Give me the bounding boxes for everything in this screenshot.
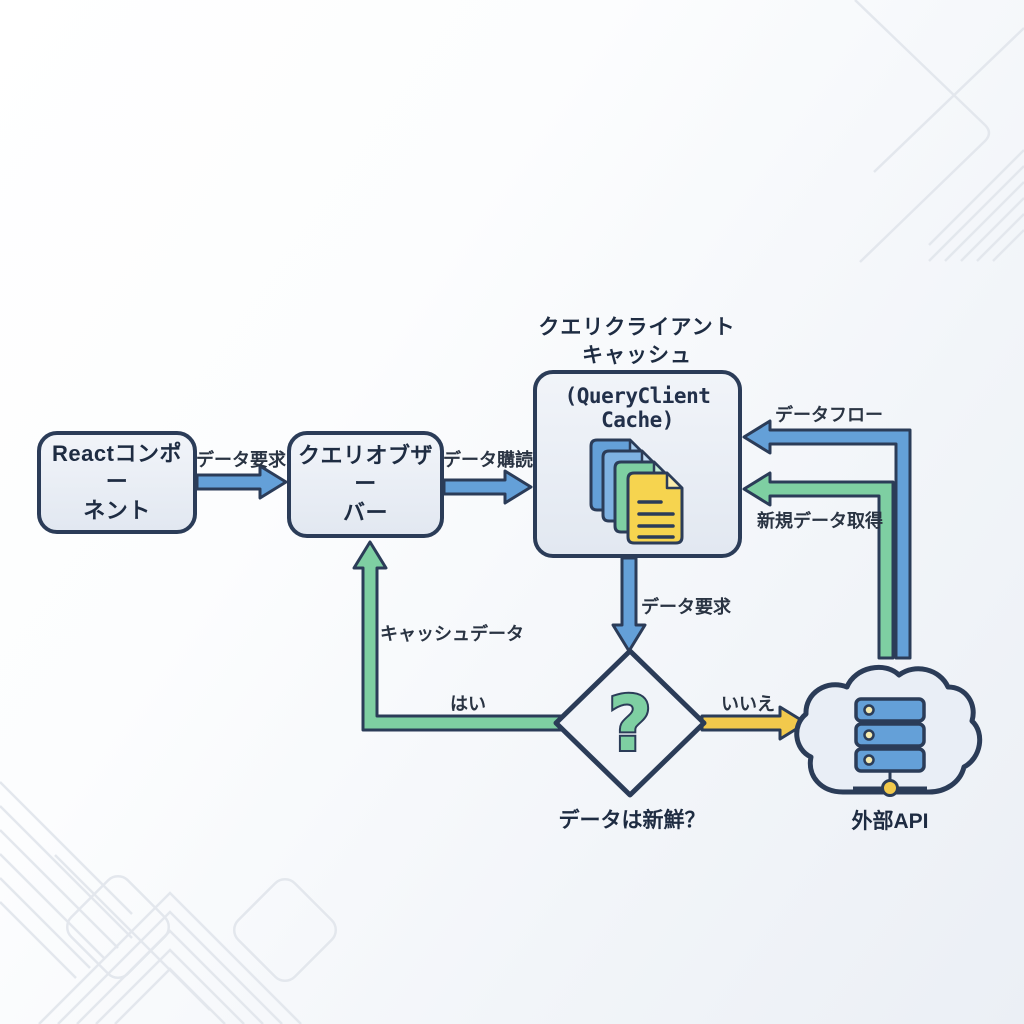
query-observer-label-line1: クエリオブザー <box>297 442 433 497</box>
edge-label-cached-data: キャッシュデータ <box>380 624 524 644</box>
external-api-label: 外部API <box>851 810 929 833</box>
decision-diamond <box>553 648 707 798</box>
decision-label: データは新鮮？ <box>558 809 706 832</box>
arrow-no-branch <box>700 705 808 741</box>
question-mark-icon: ? <box>608 679 652 768</box>
edge-label-data-subscription: データ購読 <box>443 450 533 470</box>
cache-title-line1: クエリクライアント <box>538 316 736 339</box>
documents-stack-icon <box>589 438 684 545</box>
arrow-data-subscription <box>442 469 533 505</box>
query-client-cache-code-line1: (QueryClient <box>564 384 711 408</box>
cloud-server-icon <box>794 664 983 797</box>
arrow-component-request <box>195 464 288 500</box>
react-component-label-line2: ネント <box>83 497 151 523</box>
node-query-observer: クエリオブザー バー <box>287 431 444 538</box>
react-component-label-line1: Reactコンポー <box>52 440 182 495</box>
arrow-data-flow <box>742 419 912 660</box>
node-freshness-decision: ? <box>553 648 707 798</box>
server-icon <box>853 697 927 797</box>
query-observer-label-line2: バー <box>342 499 388 525</box>
query-client-cache-code-line2: Cache) <box>601 408 674 433</box>
cache-title-line2: キャッシュ <box>582 344 692 367</box>
edge-label-yes: はい <box>450 694 486 714</box>
edge-label-data-flow: データフロー <box>775 405 883 425</box>
arrow-cache-request <box>611 556 647 653</box>
arrow-fresh-fetch <box>742 471 895 660</box>
edge-label-cache-request: データ要求 <box>641 597 731 617</box>
edge-label-fresh-fetch: 新規データ取得 <box>757 511 883 531</box>
edge-label-no: いいえ <box>721 694 775 714</box>
document-text-lines <box>637 500 675 539</box>
node-react-component: Reactコンポー ネント <box>37 431 197 534</box>
edge-label-component-request: データ要求 <box>196 450 286 470</box>
